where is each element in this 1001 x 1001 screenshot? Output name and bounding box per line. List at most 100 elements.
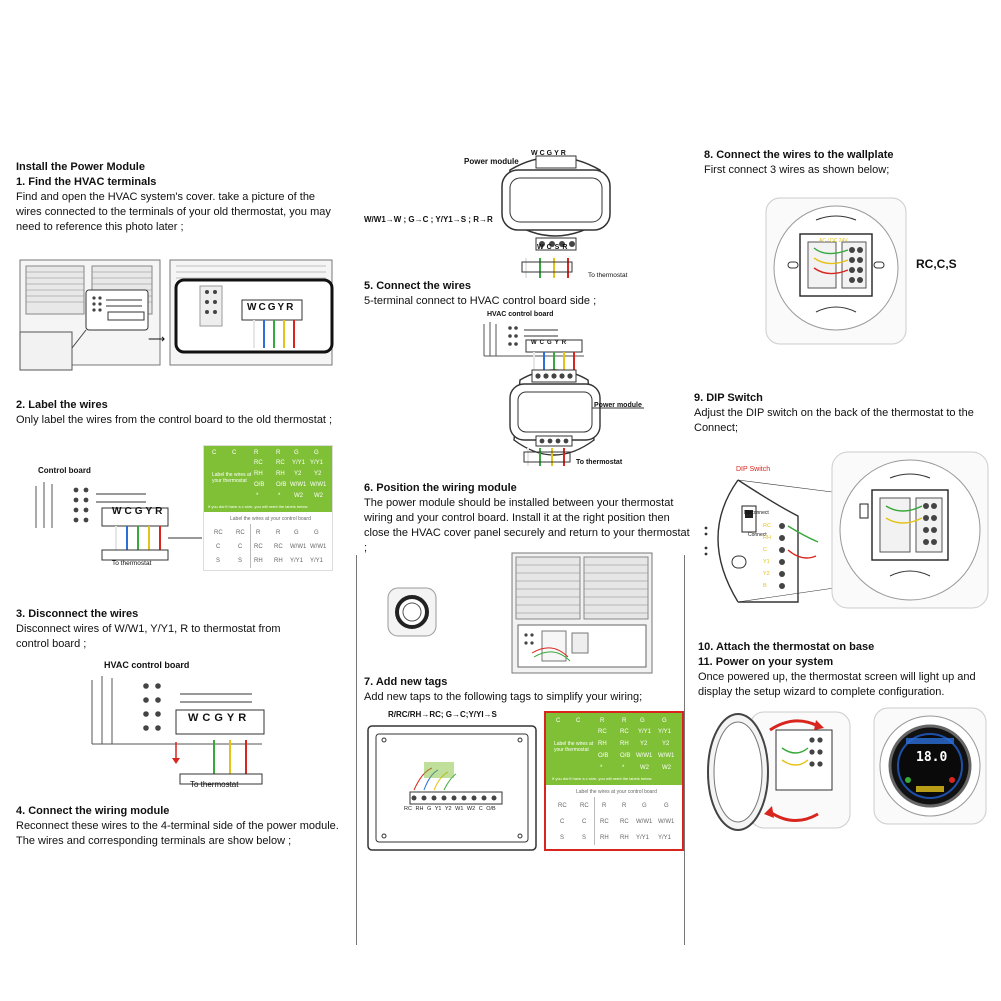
card-cell: RH <box>620 835 629 841</box>
card-cell: G <box>314 530 319 536</box>
terminal-g: G <box>214 712 227 724</box>
card-cell: R <box>256 530 261 536</box>
wire-mapping-text: W/W1→W ; G→C ; Y/Y1→S ; R→R <box>364 215 493 224</box>
control-board-tags-diagram <box>367 725 537 851</box>
step-10-11-text: 10. Attach the thermostat on base 11. Po… <box>698 640 998 700</box>
card-cell: G <box>314 450 319 456</box>
card-cell: W/W1 <box>310 544 327 550</box>
phone-terminal-labels: WCGYR <box>247 302 295 313</box>
terminal-y2: Y2 <box>763 571 770 577</box>
terminal-w: W <box>188 712 203 724</box>
attach-thermostat-diagram <box>707 711 851 831</box>
step-6-body-line3: close the HVAC cover panel securely and … <box>364 527 690 554</box>
card-cell: W2 <box>314 493 323 499</box>
step-7-text: 7. Add new tags Add new taps to the foll… <box>364 675 694 705</box>
terminal-r: R <box>561 340 570 346</box>
card-note: If you don't have a c wire, you will nee… <box>208 504 309 509</box>
hvac-unit-illustration <box>19 259 161 371</box>
terminal-y1: Y1 <box>434 806 442 812</box>
step-3-body-line1: Disconnect wires of W/W1, Y/Y1, R to the… <box>16 623 281 635</box>
card-cell: W/W1 <box>310 482 327 488</box>
card-inner-label: Label the wires at your thermostat <box>554 741 594 753</box>
power-module-top-diagram <box>501 155 611 278</box>
terminal-c: C <box>763 547 767 553</box>
label-card-green-top <box>546 713 682 785</box>
step5-wiring-diagram <box>483 322 644 466</box>
card-cell: W/W1 <box>290 544 307 550</box>
step5-top-terminals: WCGYR <box>531 340 569 346</box>
step-2-text: 2. Label the wires Only label the wires … <box>16 398 356 428</box>
card-cell: Y/Y1 <box>292 460 306 466</box>
card-section-title: Label the wires at your control board <box>576 789 657 795</box>
terminal-r: R <box>562 244 571 251</box>
card-cell: C <box>212 450 217 456</box>
step-6-body-line2: wiring and your control board. Install i… <box>364 512 670 524</box>
step-1-title: 1. Find the HVAC terminals <box>16 176 157 188</box>
terminal-c: C <box>539 150 547 157</box>
step2-terminal-labels: WCGYR <box>112 506 165 517</box>
card-cell: Y/Y1 <box>310 558 324 564</box>
card-cell: RC <box>254 544 263 550</box>
card-cell: S <box>582 835 587 841</box>
step-7-title: 7. Add new tags <box>364 676 448 688</box>
terminal-y: Y <box>554 340 562 346</box>
step-11-body-line2: display the setup wizard to complete con… <box>698 686 945 698</box>
step7-terminal-row: RC RH G Y1 Y2 W1 W2 C O/B <box>404 806 496 812</box>
hvac-board-diagram <box>91 676 265 785</box>
terminal-y2: Y2 <box>444 806 452 812</box>
step-4-text: 4. Connect the wiring module Reconnect t… <box>16 804 356 849</box>
thermostat-display-value: 18.0 <box>916 750 948 765</box>
card-cell: W/W1 <box>658 819 675 825</box>
step-8-body: First connect 3 wires as shown below; <box>704 164 890 176</box>
terminal-s: S <box>554 244 563 251</box>
step-4-title: 4. Connect the wiring module <box>16 805 170 817</box>
card-cell: RC <box>620 819 629 825</box>
terminal-w: W <box>531 340 540 346</box>
card-cell: RC <box>254 460 263 466</box>
dip-switch-label: DIP Switch <box>736 466 771 473</box>
card-cell: G <box>642 803 647 809</box>
column-divider <box>684 555 685 945</box>
card-cell: W/W1 <box>658 753 675 759</box>
power-module-label: Power module <box>464 157 519 166</box>
card-cell: C <box>582 819 587 825</box>
card-cell: Y/Y1 <box>636 835 650 841</box>
card-cell: RH <box>620 741 629 747</box>
terminal-b: B <box>763 583 767 589</box>
terminal-rh: RH <box>415 806 424 812</box>
terminal-rc: RC <box>404 806 412 812</box>
terminal-r: R <box>238 712 251 724</box>
card-cell: C <box>232 450 237 456</box>
terminal-c: C <box>478 806 483 812</box>
terminal-w: W <box>531 150 540 157</box>
terminal-r: R <box>155 506 166 517</box>
card-cell: Y2 <box>662 741 670 747</box>
terminal-y: Y <box>277 302 287 313</box>
card-cell: W/W1 <box>636 753 653 759</box>
step-8-text: 8. Connect the wires to the wallplate Fi… <box>704 148 994 178</box>
card-cell: S <box>560 835 565 841</box>
wallplate-voltage-label: AC / DC 24V <box>819 238 848 244</box>
card-cell: O/B <box>254 482 265 488</box>
step-9-title: 9. DIP Switch <box>694 392 763 404</box>
step-11-body-line1: Once powered up, the thermostat screen w… <box>698 671 976 683</box>
terminal-c: C <box>202 712 215 724</box>
module-to-thermostat: To thermostat <box>588 272 628 279</box>
module-top-terminals: WCGYR <box>531 150 568 157</box>
column-divider <box>356 555 357 945</box>
card-cell: RC <box>236 530 245 536</box>
step-6-title: 6. Position the wiring module <box>364 482 517 494</box>
card-cell: C <box>576 718 581 724</box>
card-cell: C <box>560 819 565 825</box>
hvac-board-label: HVAC control board <box>104 660 190 670</box>
thermostat-knob-illustration <box>387 587 437 637</box>
section-install-power-module: Install the Power Module 1. Find the HVA… <box>16 160 346 235</box>
card-cell: RC <box>598 729 607 735</box>
terminal-y: Y <box>145 506 156 517</box>
step-2-title: 2. Label the wires <box>16 399 108 411</box>
card-cell: RC <box>276 460 285 466</box>
terminal-rh: RH <box>763 535 771 541</box>
terminal-y: Y <box>554 150 561 157</box>
terminal-rc: RC <box>763 523 771 529</box>
phone-photo-illustration <box>169 259 334 366</box>
